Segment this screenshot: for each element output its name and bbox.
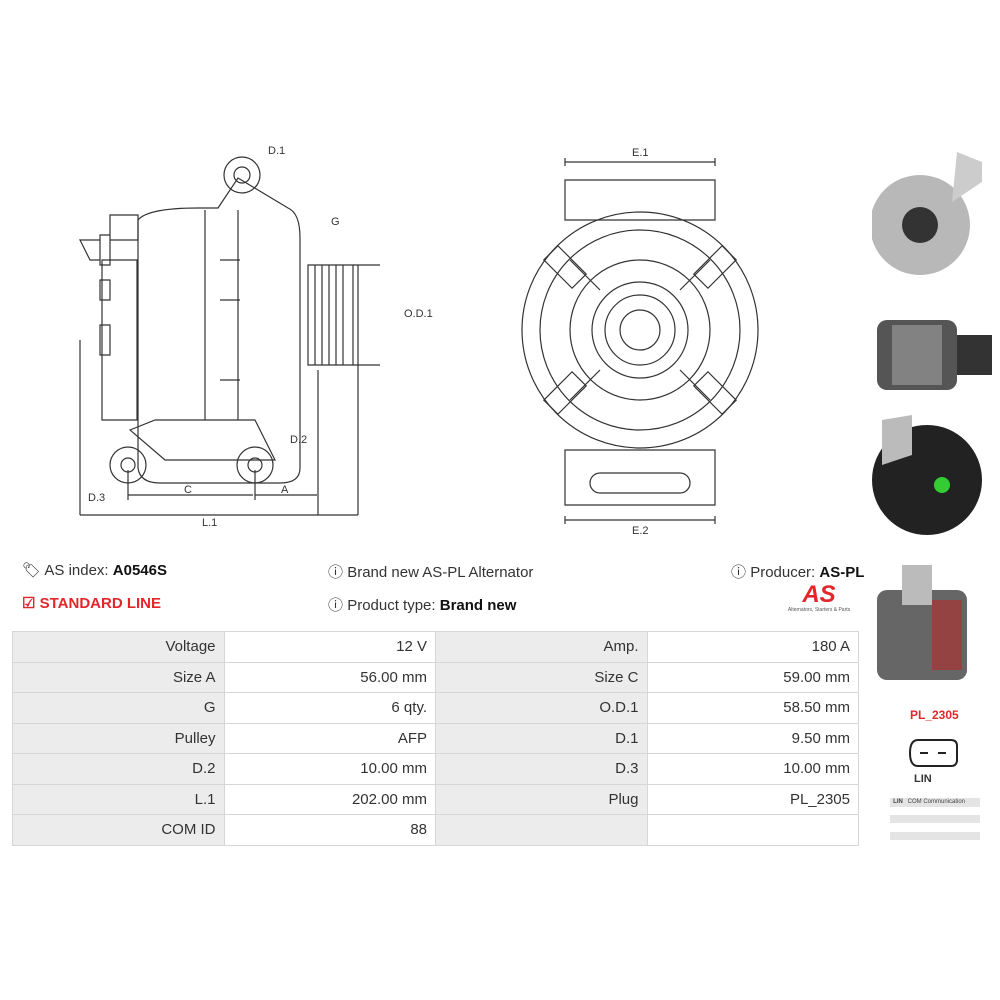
pin-row-empty [890, 832, 980, 840]
info-icon: ⓘ [328, 564, 344, 581]
tag-icon: 🏷 [22, 562, 42, 579]
spec-label: Plug [435, 783, 648, 815]
spec-label: Size C [435, 661, 648, 693]
label-e2: E.2 [632, 525, 649, 537]
photo-side [877, 320, 992, 390]
product-type-value: Brand new [439, 597, 517, 614]
spec-value: 58.50 mm [646, 692, 859, 724]
plug-type: LIN [914, 773, 932, 785]
spec-value: 88 [223, 814, 436, 846]
spec-value: 9.50 mm [646, 722, 859, 754]
label-g: G [331, 216, 340, 228]
standard-line: ☑ STANDARD LINE [22, 594, 161, 612]
label-e1: E.1 [632, 147, 649, 159]
spec-value: 12 V [223, 631, 436, 663]
front-view-drawing [521, 158, 759, 524]
label-d1: D.1 [268, 145, 286, 157]
pin-desc: COM Communication [907, 799, 966, 805]
product-photos [872, 152, 992, 680]
spec-value: 6 qty. [223, 692, 436, 724]
as-pl-logo: AS Alternators, Starters & Parts [778, 581, 860, 614]
spec-label: D.3 [435, 753, 648, 785]
producer-label: Producer: [750, 564, 816, 581]
info-icon: ⓘ [731, 564, 747, 581]
spec-value: 10.00 mm [223, 753, 436, 785]
spec-label [435, 814, 648, 846]
spec-value: 56.00 mm [223, 661, 436, 693]
side-view-drawing [79, 156, 380, 516]
pin-row: LIN COM Communication [890, 798, 980, 807]
spec-value: 202.00 mm [223, 783, 436, 815]
description-text: Brand new AS-PL Alternator [347, 564, 534, 581]
photo-angle [877, 565, 967, 680]
info-icon: ⓘ [328, 597, 344, 614]
label-a: A [281, 484, 289, 496]
plug-code: PL_2305 [910, 708, 959, 722]
spec-label: D.1 [435, 722, 648, 754]
spec-label: Amp. [435, 631, 648, 663]
label-d3: D.3 [88, 492, 106, 504]
product-type-label: Product type: [347, 597, 436, 614]
spec-label: L.1 [12, 783, 225, 815]
producer: ⓘ Producer: AS-PL [731, 561, 864, 582]
product-type: ⓘ Product type: Brand new [328, 594, 516, 615]
spec-label: D.2 [12, 753, 225, 785]
spec-value: 10.00 mm [646, 753, 859, 785]
spec-value [646, 814, 859, 846]
spec-value: 59.00 mm [646, 661, 859, 693]
spec-value: AFP [223, 722, 436, 754]
spec-label: Voltage [12, 631, 225, 663]
spec-label: Pulley [12, 722, 225, 754]
logo-tagline: Alternators, Starters & Parts [787, 607, 851, 613]
producer-value: AS-PL [819, 564, 865, 581]
label-od1: O.D.1 [404, 308, 433, 320]
spec-label: G [12, 692, 225, 724]
spec-label: Size A [12, 661, 225, 693]
logo-text: AS [802, 581, 836, 608]
line-label: STANDARD LINE [39, 595, 162, 612]
photo-rear [872, 415, 982, 535]
as-index: 🏷 AS index: A0546S [22, 561, 167, 579]
spec-value: PL_2305 [646, 783, 859, 815]
as-index-value: A0546S [112, 562, 167, 579]
spec-label: COM ID [12, 814, 225, 846]
label-c: C [184, 484, 192, 496]
as-index-label: AS index: [44, 562, 109, 579]
plug-connector-icon [908, 739, 958, 767]
label-l1: L.1 [202, 517, 218, 529]
checkbox-icon: ☑ [22, 595, 36, 612]
photo-front [872, 152, 982, 275]
label-d2: D.2 [290, 434, 308, 446]
spec-label: O.D.1 [435, 692, 648, 724]
pin-code: LIN [893, 799, 903, 805]
pin-row-empty [890, 815, 980, 823]
spec-value: 180 A [646, 631, 859, 663]
description: ⓘ Brand new AS-PL Alternator [328, 561, 533, 582]
